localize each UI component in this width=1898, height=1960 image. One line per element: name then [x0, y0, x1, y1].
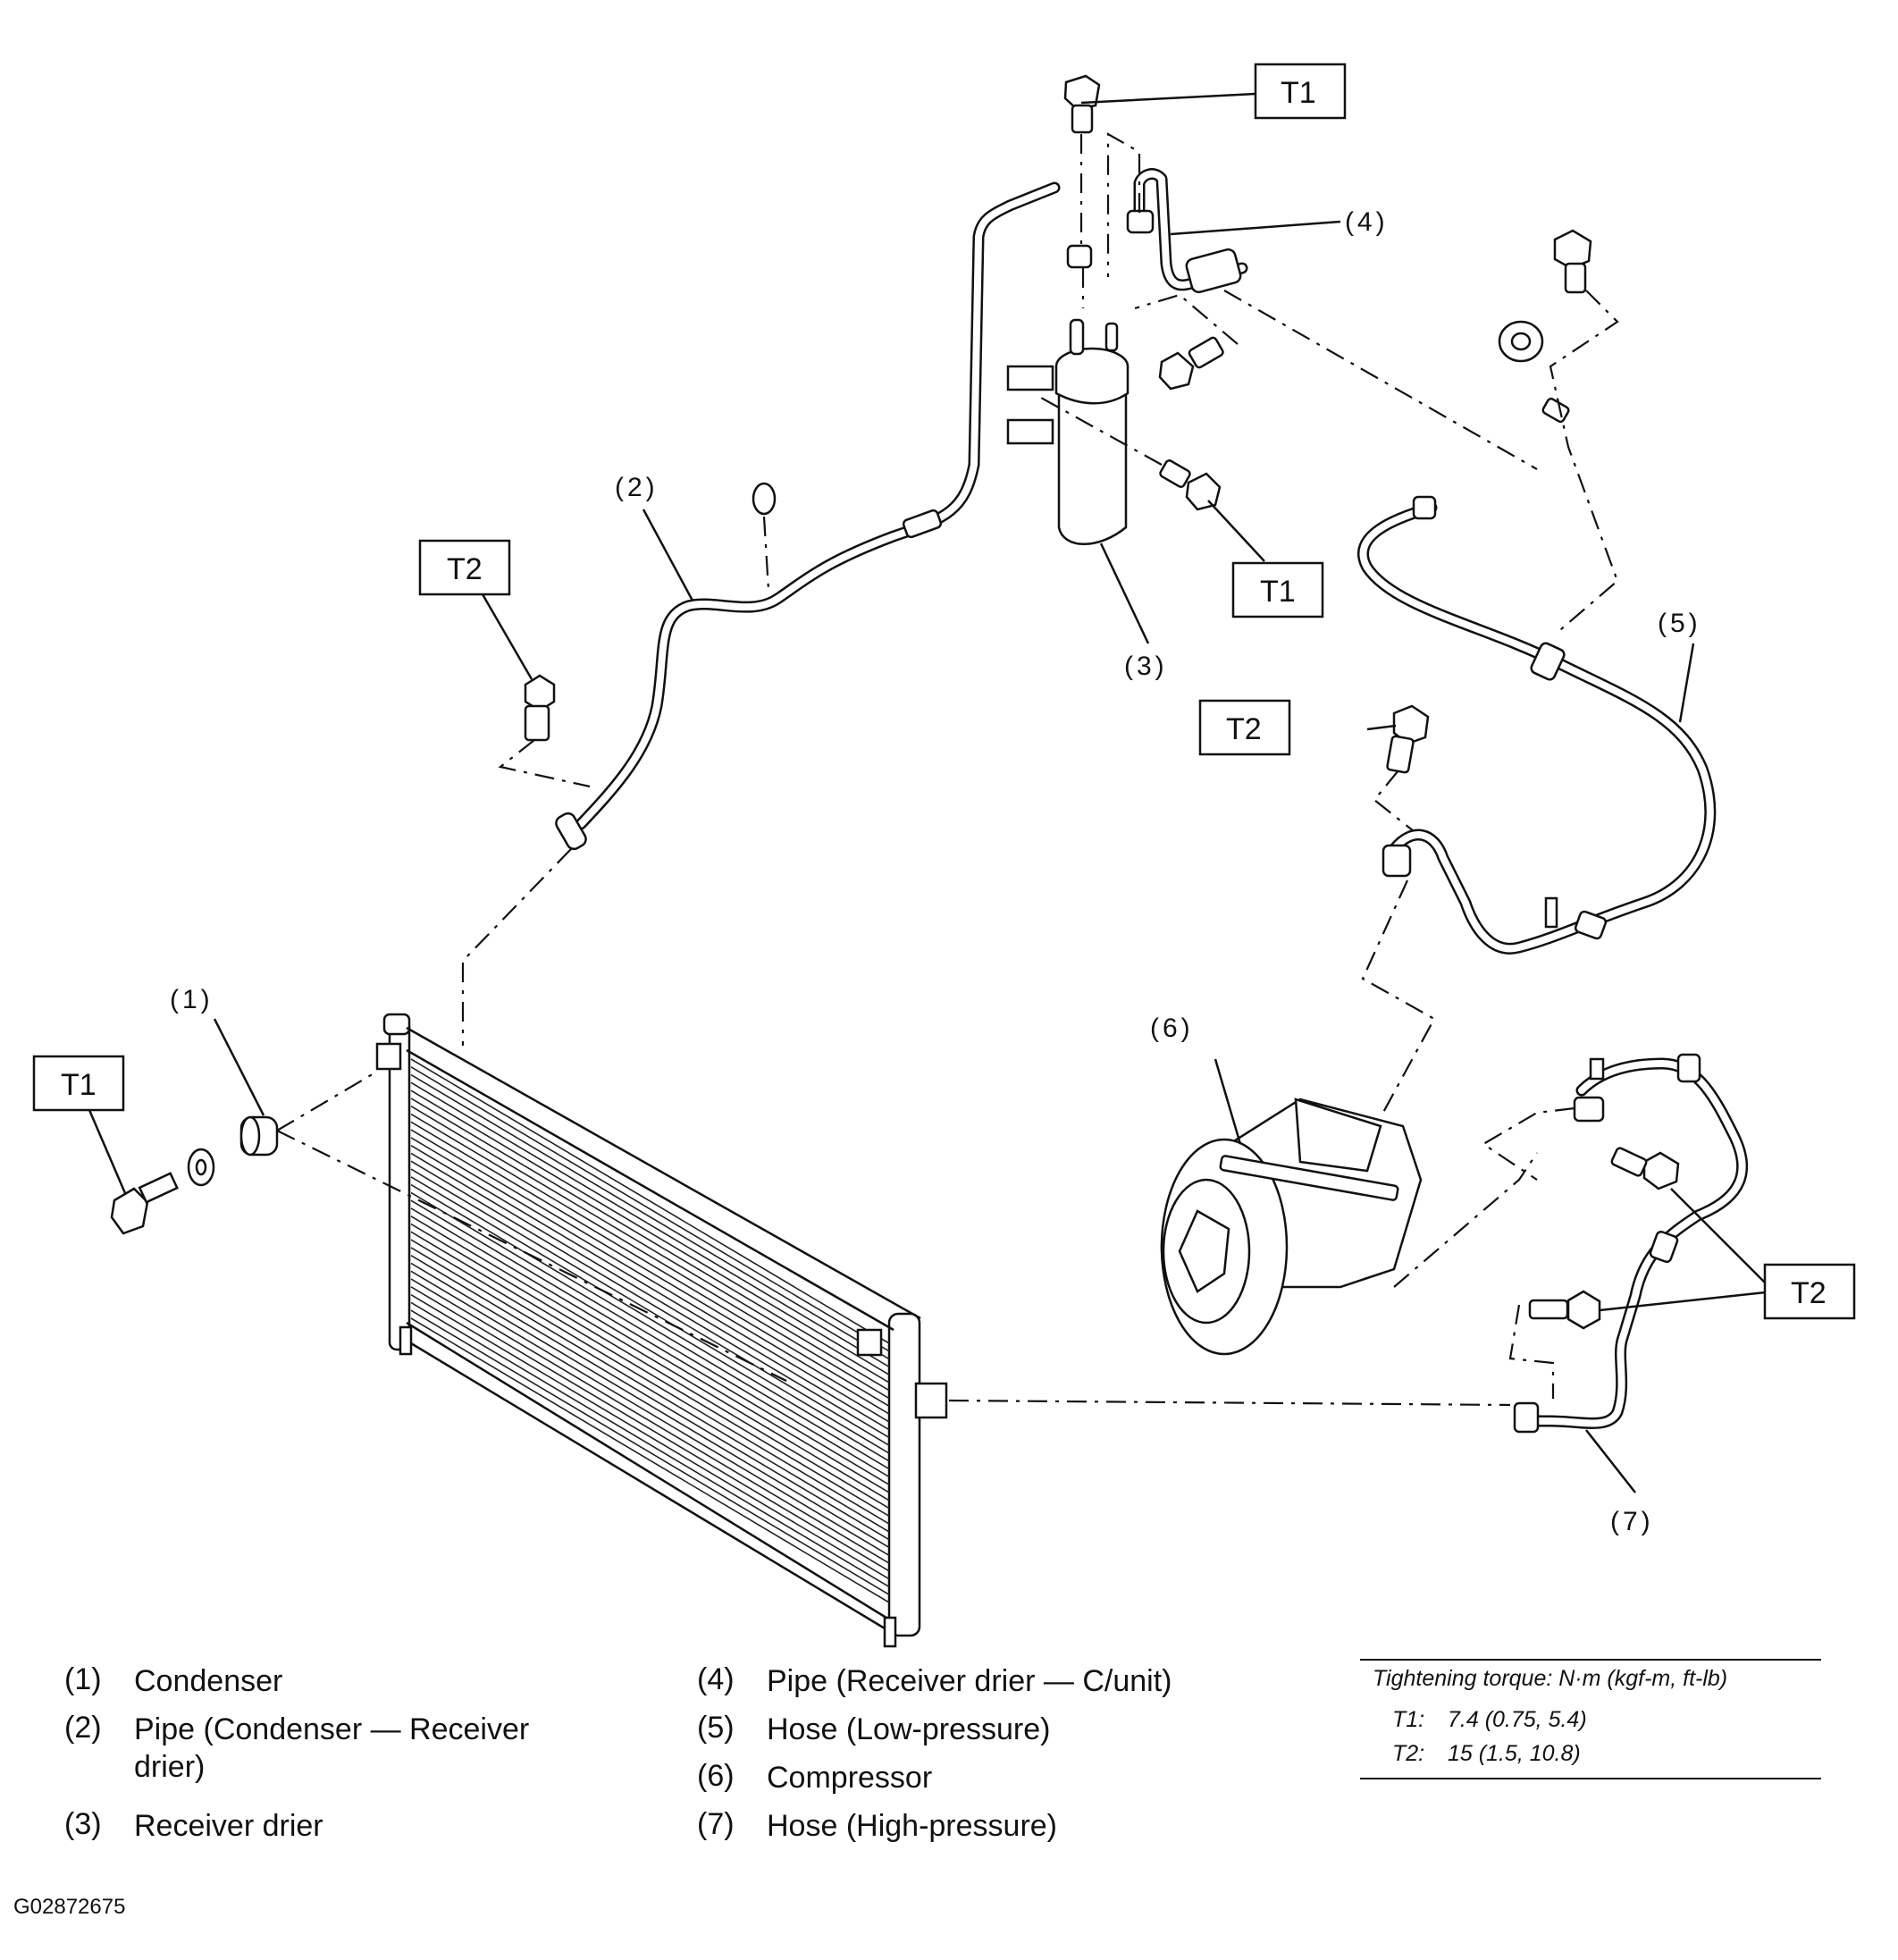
callout-5: (5) — [1658, 609, 1701, 638]
legend-item: (6) Compressor — [697, 1759, 933, 1795]
legend-item: (3) Receiver drier — [64, 1807, 323, 1843]
callout-2: (2) — [615, 473, 659, 502]
torque-row-t2: T2: 15 (1.5, 10.8) — [1392, 1741, 1581, 1766]
legend-item: (1) Condenser — [64, 1662, 283, 1698]
pipe-condenser-receiver-drier — [461, 181, 1061, 1046]
callout-1: (1) — [170, 985, 214, 1014]
tag-t2-hose: T2 — [1226, 712, 1262, 746]
condenser-fins — [410, 1058, 890, 1603]
hose-low-pressure — [1357, 229, 1717, 1118]
figure-id: G02872675 — [13, 1895, 126, 1919]
torque-row-t1: T1: 7.4 (0.75, 5.4) — [1392, 1707, 1587, 1732]
callout-6: (6) — [1150, 1014, 1194, 1043]
callout-labels: (1) (2) (3) (4) (5) (6) (7) — [170, 207, 1701, 1536]
torque-table-heading: Tightening torque: N·m (kgf-m, ft-lb) — [1373, 1666, 1728, 1691]
pipe-receiver-drier-compressor — [1106, 132, 1538, 470]
condenser — [375, 1013, 948, 1648]
compressor — [1160, 1058, 1538, 1356]
callout-7: (7) — [1610, 1507, 1654, 1536]
tag-t2-pipe: T2 — [447, 552, 483, 586]
condenser-mount-parts — [110, 1072, 787, 1382]
legend-item: (4) Pipe (Receiver drier — C/unit) — [697, 1662, 1172, 1698]
tag-t1-left: T1 — [61, 1068, 97, 1102]
legend-item: (5) Hose (Low-pressure) — [697, 1711, 1051, 1746]
tag-t1-drier: T1 — [1260, 575, 1296, 609]
tag-t1-top: T1 — [1281, 76, 1316, 110]
torque-tags: T1 T1 T1 T2 T2 T2 — [32, 63, 1856, 1320]
drier-mount-bolts — [1040, 74, 1265, 562]
legend-item: (2) Pipe (Condenser — Receiver drier) — [64, 1711, 530, 1784]
hose-high-pressure — [948, 1053, 1775, 1493]
legend-item: (7) Hose (High-pressure) — [697, 1807, 1057, 1843]
callout-4: (4) — [1345, 207, 1389, 237]
tag-t2-right: T2 — [1791, 1276, 1827, 1310]
callout-3: (3) — [1124, 652, 1168, 681]
tightening-torque-table: Tightening torque: N·m (kgf-m, ft-lb) T1… — [1360, 1659, 1821, 1779]
receiver-drier — [1006, 318, 1150, 644]
